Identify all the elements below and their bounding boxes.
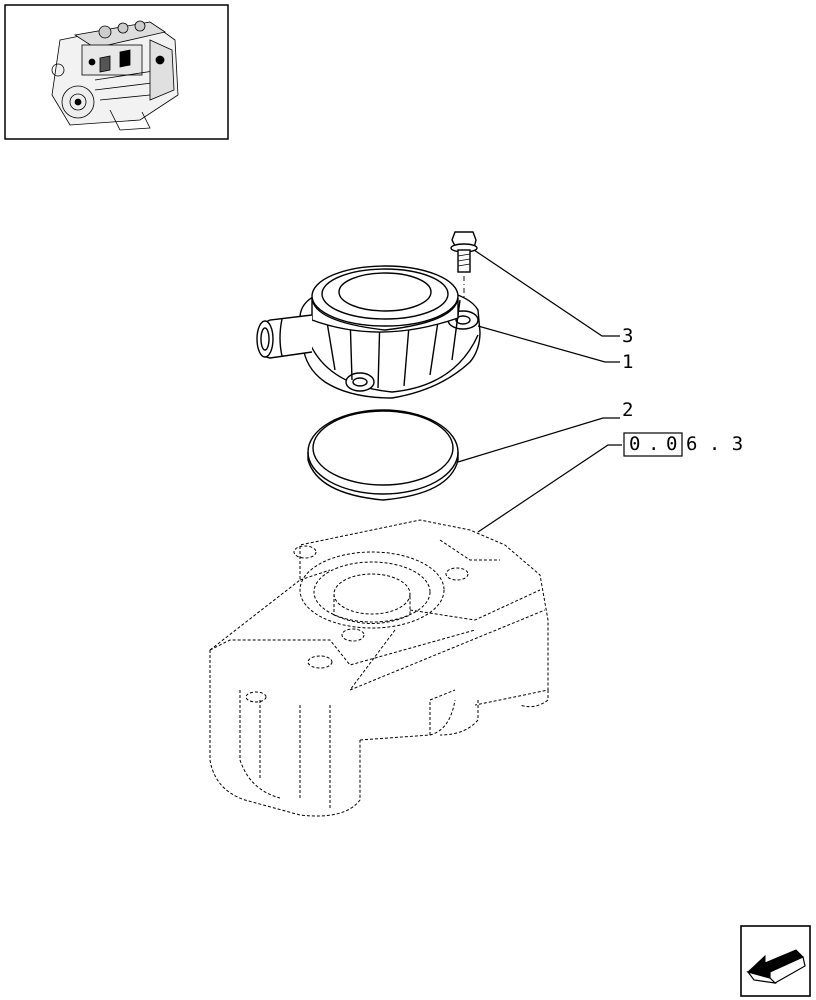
back-arrow-icon: [746, 949, 806, 984]
leader-bolt: [473, 249, 620, 337]
cover-housing-part: [256, 265, 481, 399]
reference-code-part1: 0: [629, 433, 640, 455]
leader-reference: [477, 444, 622, 533]
back-navigation-button[interactable]: [740, 925, 811, 997]
reference-code[interactable]: 0 . 0 6 . 3: [623, 432, 743, 457]
leader-gasket: [457, 417, 620, 463]
engine-icon: [51, 20, 179, 131]
callout-gasket[interactable]: 2: [622, 399, 633, 421]
callout-cover[interactable]: 1: [622, 351, 633, 373]
leader-lines: [457, 249, 622, 533]
bolt-part: [450, 231, 478, 312]
reference-code-tail: 6 . 3: [686, 433, 743, 455]
engine-thumbnail[interactable]: [4, 4, 229, 140]
gasket-ring-part: [307, 409, 459, 501]
reference-code-part2: 0: [666, 433, 677, 455]
reference-code-dot1: .: [648, 433, 659, 455]
callout-labels: 3 1 2: [622, 325, 633, 421]
leader-cover: [477, 325, 620, 363]
reference-casting-dashed: [209, 519, 549, 817]
reference-code-box: [623, 432, 683, 457]
callout-bolt[interactable]: 3: [622, 325, 633, 347]
